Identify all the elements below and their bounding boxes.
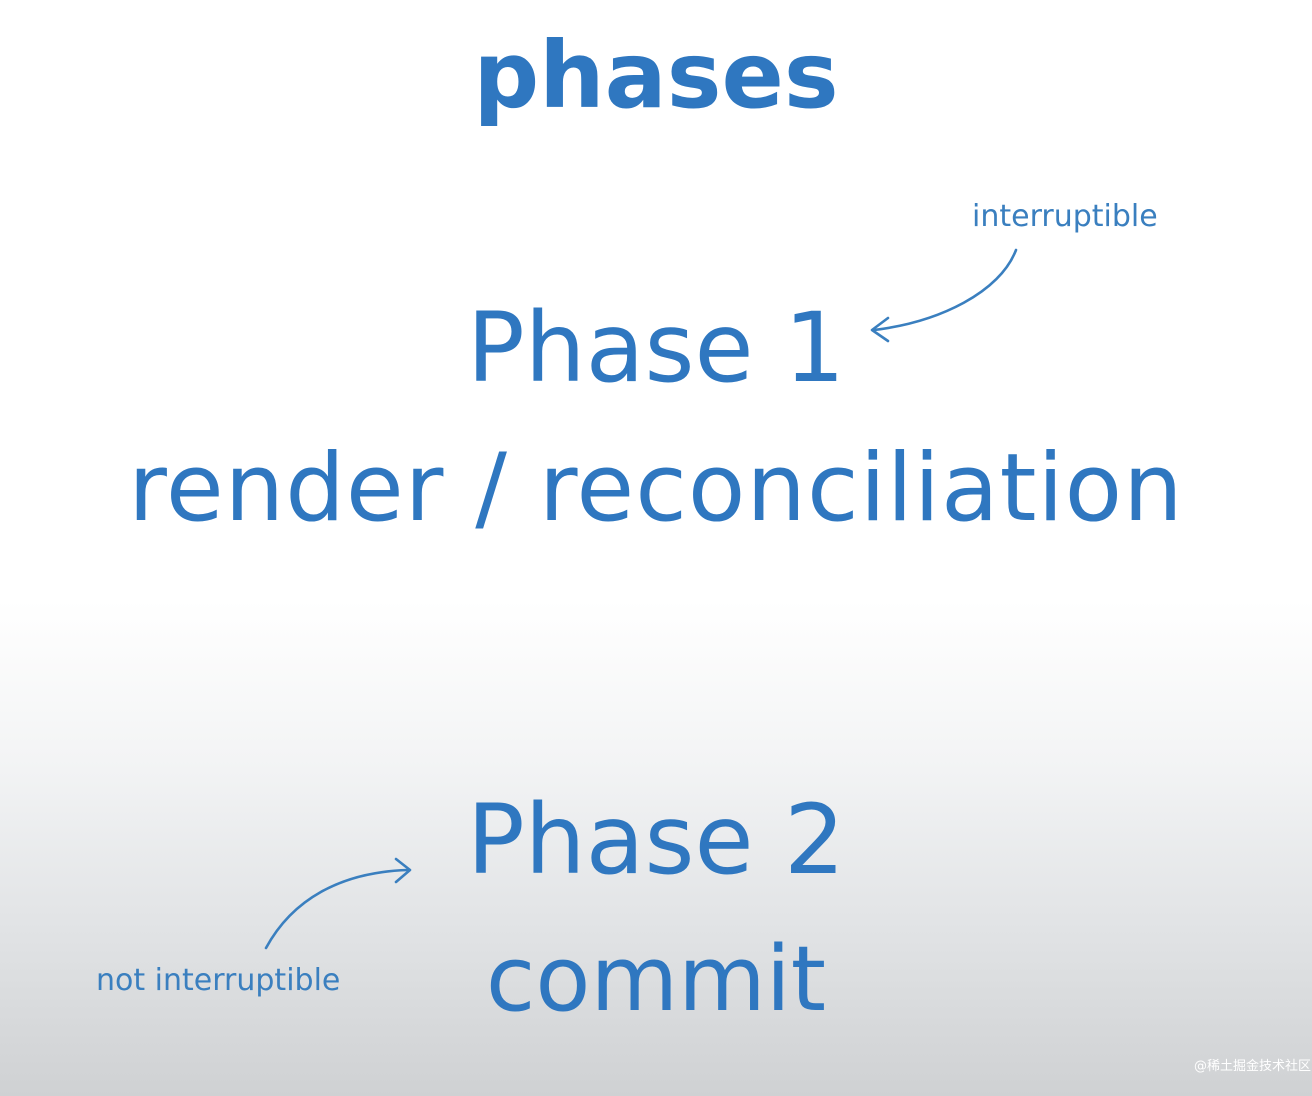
- phase2-label: Phase 2: [466, 784, 846, 896]
- curved-arrow-icon: [870, 248, 1018, 343]
- phase1-subtitle: render / reconciliation: [128, 434, 1184, 543]
- phase1-note: interruptible: [972, 199, 1158, 234]
- watermark: @稀土掘金技术社区: [1194, 1059, 1312, 1074]
- phase2-subtitle: commit: [485, 927, 827, 1032]
- curved-arrow-icon: [264, 857, 412, 950]
- phase1-label: Phase 1: [466, 292, 846, 404]
- phase2-note: not interruptible: [96, 963, 341, 998]
- diagram-title: phases: [473, 22, 839, 129]
